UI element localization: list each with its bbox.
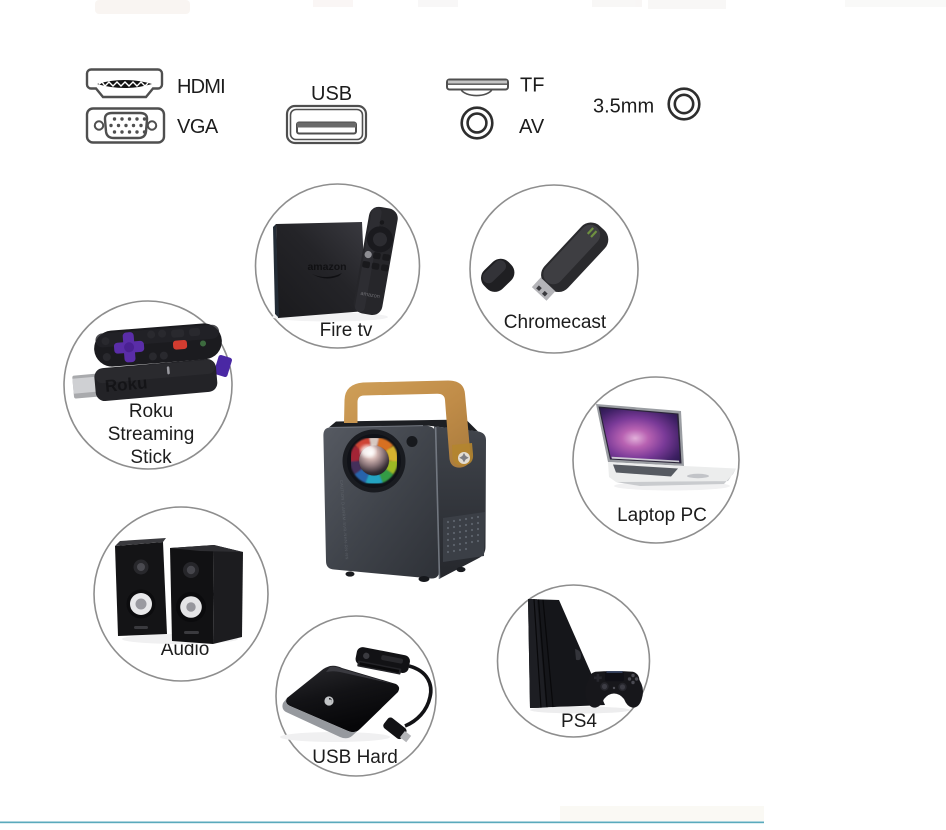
svg-text:AV: AV bbox=[519, 116, 545, 138]
svg-text:Stick: Stick bbox=[130, 447, 172, 468]
svg-text:USB Hard: USB Hard bbox=[312, 747, 398, 768]
svg-text:Roku: Roku bbox=[104, 373, 148, 396]
svg-text:USB: USB bbox=[311, 83, 352, 105]
svg-text:Streaming: Streaming bbox=[108, 424, 195, 445]
svg-text:PS4: PS4 bbox=[561, 711, 597, 732]
svg-text:CAUTION D-ARRM-SVR-NHN-RN-RN: CAUTION D-ARRM-SVR-NHN-RN-RN bbox=[339, 480, 350, 560]
svg-text:Fire tv: Fire tv bbox=[320, 320, 373, 341]
svg-text:Audio: Audio bbox=[161, 639, 210, 660]
svg-text:TF: TF bbox=[520, 75, 544, 97]
svg-text:HDMI: HDMI bbox=[177, 76, 225, 98]
svg-text:Chromecast: Chromecast bbox=[504, 312, 607, 333]
svg-text:amazon: amazon bbox=[360, 291, 380, 300]
svg-text:Laptop PC: Laptop PC bbox=[617, 505, 707, 526]
svg-text:VGA: VGA bbox=[177, 116, 219, 138]
svg-text:amazon: amazon bbox=[307, 261, 346, 273]
svg-text:3.5mm: 3.5mm bbox=[593, 96, 654, 118]
svg-text:Roku: Roku bbox=[129, 401, 173, 422]
